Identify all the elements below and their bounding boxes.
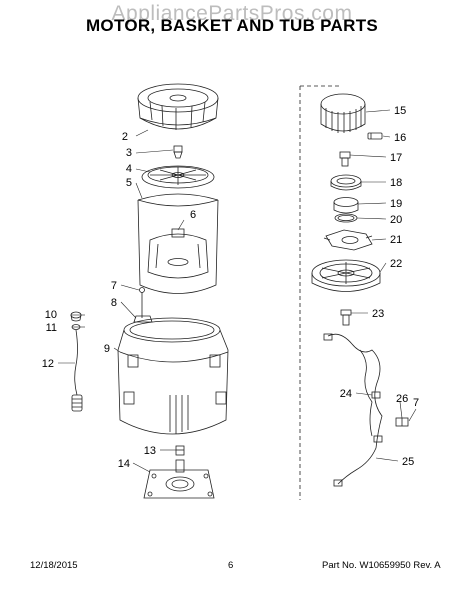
shifter-part <box>323 229 373 251</box>
watermark: AppliancePartsPros.com <box>111 2 353 25</box>
rod-part <box>133 287 153 323</box>
page-title: MOTOR, BASKET AND TUB PARTS <box>85 16 379 35</box>
wire-harness-part <box>323 333 383 487</box>
balance-ring-part <box>137 83 219 130</box>
callout-20: 20 <box>390 214 402 226</box>
hub-part <box>330 174 362 191</box>
spline-nut-part <box>175 445 185 456</box>
footer-page: 6 <box>228 560 234 571</box>
group-boundary <box>299 85 340 500</box>
callout-4: 4 <box>126 163 132 175</box>
callout-16: 16 <box>394 132 406 144</box>
callout-2: 2 <box>122 131 128 143</box>
callout-26: 26 <box>396 393 408 405</box>
callout-19: 19 <box>390 198 402 210</box>
callout-22: 22 <box>390 258 402 270</box>
footer-part-info: Part No. W10659950 Rev. A <box>322 560 441 571</box>
callout-11: 11 <box>46 322 57 334</box>
bearing-sleeve-part <box>333 197 359 214</box>
gearcase-part <box>143 459 215 499</box>
outer-tub-part <box>117 317 229 435</box>
callout-8: 8 <box>111 297 117 309</box>
connector-part <box>367 132 383 140</box>
harness-clip-part <box>395 417 409 427</box>
callout-7-right: 7 <box>413 397 419 409</box>
callout-3: 3 <box>126 147 132 159</box>
callout-24: 24 <box>340 388 352 400</box>
rotor-bolt-part <box>340 309 352 326</box>
callout-13: 13 <box>144 445 156 457</box>
callout-23: 23 <box>372 308 384 320</box>
callout-labels: 2 3 4 5 6 7 8 9 10 11 12 13 14 15 16 17 … <box>42 105 419 470</box>
stator-part <box>320 93 366 133</box>
callout-10: 10 <box>45 309 57 321</box>
callout-6: 6 <box>190 209 196 221</box>
callout-15: 15 <box>394 105 406 117</box>
o-ring-part <box>334 213 358 223</box>
wash-basket-part <box>137 193 219 294</box>
rotor-part <box>311 259 381 292</box>
impeller-plate-part <box>141 165 215 189</box>
callout-17: 17 <box>390 152 402 164</box>
leader-lines <box>58 109 417 473</box>
bolt-part <box>339 151 351 167</box>
footer-date: 12/18/2015 <box>30 560 78 571</box>
callout-9: 9 <box>104 343 110 355</box>
callout-25: 25 <box>402 456 414 468</box>
callout-21: 21 <box>390 234 402 246</box>
fastener-part <box>173 145 183 159</box>
callout-7-left: 7 <box>111 280 117 292</box>
pressure-hose-part <box>71 329 83 412</box>
callout-12: 12 <box>42 358 54 370</box>
callout-14: 14 <box>118 458 130 470</box>
callout-18: 18 <box>390 177 402 189</box>
callout-5: 5 <box>126 177 132 189</box>
